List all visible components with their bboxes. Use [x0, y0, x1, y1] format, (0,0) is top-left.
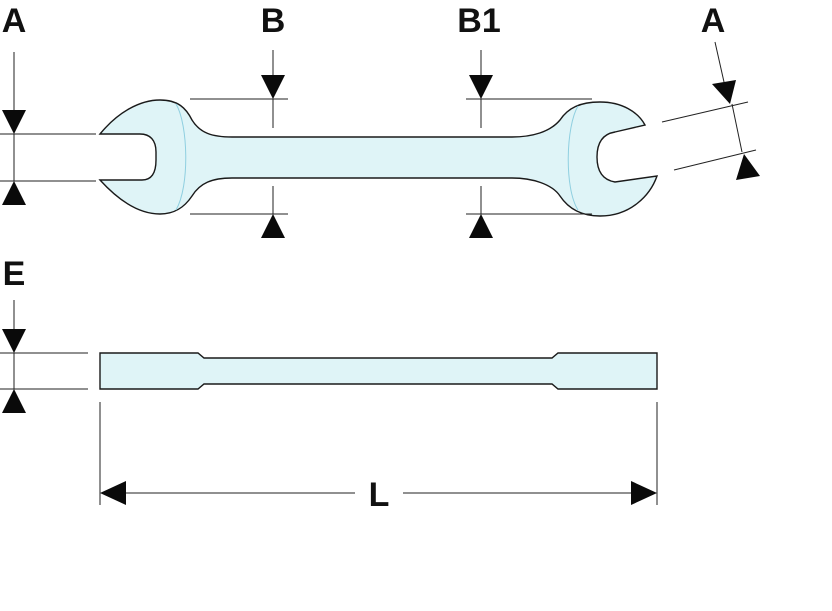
dimension-label-e: E: [3, 255, 26, 293]
dimension-a-left: A: [0, 2, 96, 205]
arrow-up-icon: [261, 214, 285, 238]
arrow-down-icon: [261, 75, 285, 99]
dimension-a-right: A: [661, 2, 760, 180]
wrench-top-view: [98, 99, 659, 217]
arrow-down-icon: [2, 110, 26, 134]
wrench-right-head-edge: [567, 105, 579, 211]
arrow-down-icon: [712, 80, 736, 104]
arrow-up-icon: [2, 181, 26, 205]
arrow-up-icon: [2, 389, 26, 413]
arrow-down-icon: [469, 75, 493, 99]
wrench-top-outline: [98, 99, 659, 217]
dimension-label-b1: B1: [457, 2, 500, 40]
wrench-side-view: [99, 352, 658, 390]
arrow-up-icon: [469, 214, 493, 238]
arrow-left-icon: [100, 481, 126, 505]
arrow-right-icon: [631, 481, 657, 505]
arrow-up-icon: [736, 154, 760, 180]
dimension-label-a-right: A: [701, 2, 726, 40]
wrench-left-head-edge: [175, 103, 187, 211]
dimension-b: B: [190, 2, 288, 238]
dimension-label-b: B: [261, 2, 286, 40]
wrench-side-outline: [99, 352, 658, 390]
dimension-b1: B1: [457, 2, 592, 238]
dimension-l: L: [99, 402, 658, 514]
dimension-e: E: [0, 255, 88, 413]
dimension-label-a-left: A: [2, 2, 27, 40]
dimension-label-l: L: [369, 476, 390, 514]
arrow-down-icon: [2, 329, 26, 353]
